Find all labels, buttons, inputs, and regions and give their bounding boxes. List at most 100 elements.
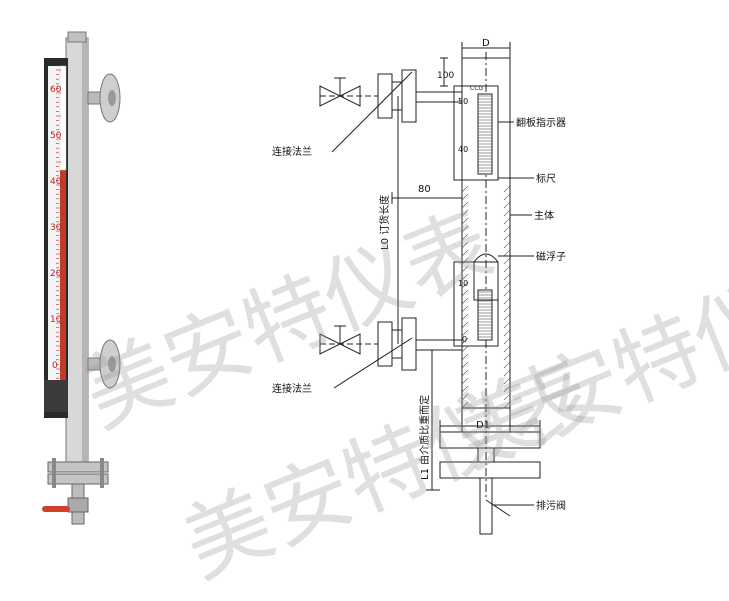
photo-nameplate bbox=[44, 380, 68, 412]
bottom-flange-lower bbox=[439, 461, 541, 479]
hatch-line-left bbox=[461, 193, 469, 201]
label-scale: 标尺 bbox=[536, 173, 556, 185]
hatch-line-left bbox=[461, 201, 469, 209]
lower-vessel-flange bbox=[377, 321, 393, 367]
upper-flange-face bbox=[391, 81, 403, 111]
drain-handle bbox=[485, 499, 511, 517]
lower-nozzle bbox=[415, 339, 463, 351]
indicator-flap-lines bbox=[478, 95, 492, 172]
label-L1: L1 由介质比重而定 bbox=[418, 395, 431, 480]
label-D1: D1 bbox=[476, 420, 490, 431]
photo-drain-handle bbox=[42, 506, 70, 512]
hatch-line-right bbox=[503, 249, 511, 257]
hatch-line-left bbox=[461, 257, 469, 265]
hatch-line-left bbox=[461, 225, 469, 233]
scale-mark-50: 50 bbox=[458, 97, 468, 106]
hatch-line-right bbox=[503, 369, 511, 377]
hatch-line-left bbox=[461, 361, 469, 369]
hatch-line-right bbox=[503, 361, 511, 369]
hatch-line-left bbox=[461, 385, 469, 393]
hatch-line-right bbox=[503, 393, 511, 401]
hatch-line-right bbox=[503, 345, 511, 353]
scale-box bbox=[453, 261, 499, 347]
hatch-line-left bbox=[461, 209, 469, 217]
label-flange-lower: 连接法兰 bbox=[272, 382, 312, 395]
hatch-line-left bbox=[461, 233, 469, 241]
hatch-line-left bbox=[461, 345, 469, 353]
photo-upper-flange-bore bbox=[108, 90, 116, 106]
hatch-line-right bbox=[503, 257, 511, 265]
hatch-line-left bbox=[461, 265, 469, 273]
hatch-line-left bbox=[461, 281, 469, 289]
hatch-line-right bbox=[503, 401, 511, 409]
hatch-line-left bbox=[461, 273, 469, 281]
hatch-line-right bbox=[503, 273, 511, 281]
hatch-line-right bbox=[503, 265, 511, 273]
scale-mark-10: 10 bbox=[458, 279, 468, 288]
brand-mark: CCG bbox=[470, 85, 483, 92]
figure-svg: 60 50 40 30 20 10 0 bbox=[42, 31, 566, 535]
bottom-flange-upper bbox=[439, 431, 541, 449]
tube-hatching bbox=[461, 185, 511, 409]
hatch-line-right bbox=[503, 289, 511, 297]
product-photo: 60 50 40 30 20 10 0 bbox=[42, 31, 121, 525]
photo-bolt-left bbox=[52, 458, 56, 488]
photo-lower-flange-bore bbox=[108, 356, 116, 372]
hatch-line-right bbox=[503, 337, 511, 345]
hatch-line-left bbox=[461, 353, 469, 361]
hatch-line-right bbox=[503, 233, 511, 241]
hatch-line-right bbox=[503, 321, 511, 329]
photo-scale-ticks bbox=[56, 69, 61, 402]
label-indicator: 翻板指示器 bbox=[516, 116, 566, 129]
drawing-labels: D 100 80 连接法兰 连接法兰 翻板指示器 标尺 主体 磁浮子 排污阀 D… bbox=[272, 38, 566, 512]
photo-tube-shade bbox=[82, 38, 88, 470]
label-D: D bbox=[482, 38, 490, 49]
lower-flange-plate bbox=[401, 317, 417, 371]
upper-vessel-flange bbox=[377, 73, 393, 119]
label-drain: 排污阀 bbox=[536, 499, 566, 512]
hatch-line-right bbox=[503, 385, 511, 393]
hatch-line-right bbox=[503, 329, 511, 337]
upper-flange-plate bbox=[401, 69, 417, 123]
photo-bottom-flange-bottom bbox=[47, 473, 109, 485]
upper-nozzle bbox=[415, 91, 463, 103]
photo-bolt-right bbox=[100, 458, 104, 488]
indicator-box bbox=[453, 85, 499, 181]
hatch-line-left bbox=[461, 217, 469, 225]
label-float: 磁浮子 bbox=[536, 250, 566, 263]
hatch-line-right bbox=[503, 185, 511, 193]
label-flange-upper: 连接法兰 bbox=[272, 145, 312, 158]
hatch-line-left bbox=[461, 377, 469, 385]
hatch-line-right bbox=[503, 241, 511, 249]
label-80: 80 bbox=[418, 184, 431, 195]
photo-red-flaps bbox=[60, 170, 66, 406]
scale-mark-40: 40 bbox=[458, 145, 468, 154]
hatch-line-left bbox=[461, 297, 469, 305]
hatch-line-right bbox=[503, 201, 511, 209]
hatch-line-left bbox=[461, 313, 469, 321]
photo-top-cap bbox=[67, 31, 87, 43]
hatch-line-left bbox=[461, 305, 469, 313]
hatch-line-right bbox=[503, 193, 511, 201]
hatch-line-right bbox=[503, 225, 511, 233]
photo-scale-0: 0 bbox=[52, 361, 58, 371]
magnetic-float bbox=[473, 253, 499, 301]
photo-scale-10: 10 bbox=[50, 315, 62, 325]
upper-valve-symbol bbox=[319, 85, 361, 107]
hatch-line-left bbox=[461, 401, 469, 409]
photo-scale-top: 60 bbox=[50, 85, 62, 95]
product-figure: 60 50 40 30 20 10 0 bbox=[42, 31, 729, 597]
leader-flange-upper bbox=[331, 71, 413, 153]
label-body: 主体 bbox=[534, 210, 554, 222]
hatch-line-left bbox=[461, 369, 469, 377]
lower-flange-face bbox=[391, 329, 403, 359]
hatch-line-right bbox=[503, 297, 511, 305]
hatch-line-left bbox=[461, 249, 469, 257]
hatch-line-right bbox=[503, 377, 511, 385]
photo-drain-valve-body bbox=[67, 497, 89, 513]
hatch-line-right bbox=[503, 217, 511, 225]
technical-drawing bbox=[319, 42, 541, 535]
scale-flap-column bbox=[477, 289, 493, 341]
drain-pipe bbox=[479, 477, 493, 535]
lower-valve-symbol bbox=[319, 333, 361, 355]
